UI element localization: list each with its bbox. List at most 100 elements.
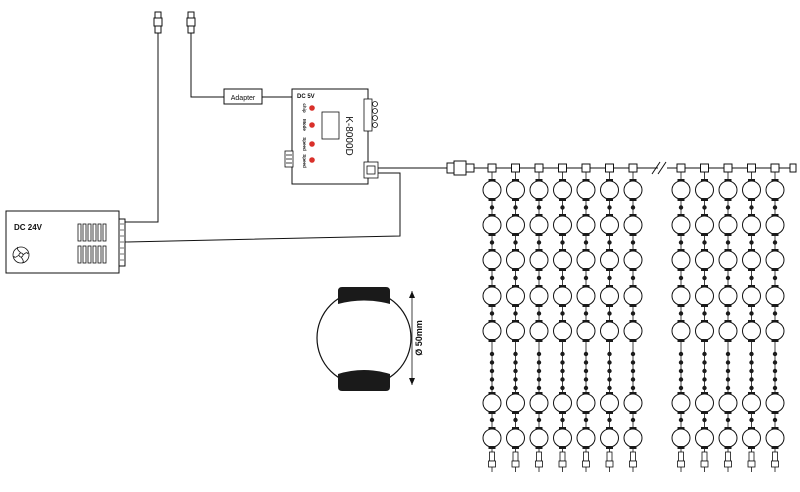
psu-label: DC 24V bbox=[14, 223, 43, 232]
led-ball-icon bbox=[600, 286, 619, 306]
led-cap bbox=[582, 446, 590, 449]
led-cap bbox=[771, 339, 779, 342]
wires bbox=[124, 36, 447, 243]
mode-button[interactable] bbox=[309, 122, 315, 128]
bus-tap bbox=[487, 163, 497, 173]
led-cap bbox=[748, 446, 755, 449]
led-dot bbox=[513, 351, 518, 357]
led-dot bbox=[630, 360, 636, 365]
led-dot bbox=[536, 275, 542, 281]
led-cap bbox=[488, 304, 496, 307]
end-plug bbox=[512, 451, 519, 462]
led-ball-icon bbox=[742, 428, 761, 448]
led-ball-icon bbox=[529, 180, 549, 200]
led-cap bbox=[606, 304, 613, 307]
end-plug bbox=[536, 451, 542, 462]
led-cap bbox=[701, 411, 708, 414]
led-dot bbox=[489, 377, 495, 382]
led-ball-icon bbox=[506, 321, 525, 341]
led-cap bbox=[559, 268, 566, 271]
led-cap bbox=[629, 339, 637, 342]
led-dot bbox=[702, 385, 707, 391]
led-ball-icon bbox=[553, 180, 572, 200]
bus-tap bbox=[511, 163, 520, 173]
led-cap bbox=[559, 198, 566, 201]
end-plug bbox=[558, 460, 567, 468]
led-cap bbox=[701, 268, 708, 271]
led-dot bbox=[772, 275, 778, 281]
bus-tap bbox=[700, 163, 709, 173]
led-cap bbox=[701, 233, 708, 236]
led-cap bbox=[629, 304, 637, 307]
end-plug bbox=[747, 460, 756, 468]
bus-tap bbox=[770, 163, 780, 173]
led-ball-icon bbox=[718, 393, 738, 413]
led-cap bbox=[629, 233, 637, 236]
led-dot bbox=[772, 311, 778, 316]
led-dot bbox=[607, 417, 612, 423]
led-ball-icon bbox=[623, 393, 643, 413]
led-cap bbox=[629, 268, 637, 271]
led-cap bbox=[512, 304, 519, 307]
led-dot bbox=[702, 351, 707, 357]
led-dot bbox=[513, 240, 518, 245]
led-ball-icon bbox=[765, 321, 785, 341]
led-cap bbox=[771, 198, 779, 201]
led-cap bbox=[748, 304, 755, 307]
led-ball-icon bbox=[765, 180, 785, 200]
led-cap bbox=[582, 339, 590, 342]
speed-up-button[interactable] bbox=[309, 141, 315, 147]
end-plug bbox=[583, 451, 589, 462]
led-ball-icon bbox=[600, 428, 619, 448]
led-ball-icon bbox=[765, 250, 785, 270]
led-ball-icon bbox=[529, 428, 549, 448]
led-dot bbox=[607, 351, 612, 357]
led-ball-icon bbox=[695, 250, 714, 270]
led-cap bbox=[582, 198, 590, 201]
led-ball-icon bbox=[742, 180, 761, 200]
led-dot bbox=[772, 368, 778, 374]
led-dot bbox=[702, 311, 707, 316]
bus-tap bbox=[558, 163, 567, 173]
led-dot bbox=[725, 275, 731, 281]
led-dot bbox=[725, 368, 731, 374]
led-ball-icon bbox=[482, 215, 502, 235]
led-cap bbox=[512, 268, 519, 271]
led-cap bbox=[677, 411, 685, 414]
led-ball-icon bbox=[553, 286, 572, 306]
led-curtain bbox=[474, 161, 797, 472]
led-dot bbox=[702, 205, 707, 210]
line-break-icon bbox=[651, 161, 661, 175]
end-plug bbox=[677, 460, 685, 468]
end-plug bbox=[606, 451, 613, 462]
led-cap bbox=[771, 268, 779, 271]
led-dot bbox=[583, 311, 589, 316]
led-dot bbox=[489, 351, 495, 357]
led-cap bbox=[512, 198, 519, 201]
led-dot bbox=[513, 275, 518, 281]
led-dot bbox=[489, 205, 495, 210]
led-dot bbox=[678, 205, 684, 210]
led-cap bbox=[629, 411, 637, 414]
led-dot bbox=[583, 275, 589, 281]
led-ball-icon bbox=[506, 250, 525, 270]
led-ball-icon bbox=[600, 321, 619, 341]
led-dot bbox=[749, 275, 754, 281]
led-cap bbox=[701, 198, 708, 201]
power-supply: DC 24V bbox=[5, 210, 126, 274]
chip-button[interactable] bbox=[309, 105, 315, 111]
led-dot bbox=[607, 275, 612, 281]
led-dot bbox=[560, 275, 565, 281]
led-dot bbox=[560, 351, 565, 357]
led-ball-icon bbox=[718, 321, 738, 341]
curtain-connector bbox=[446, 160, 475, 176]
led-dot bbox=[489, 240, 495, 245]
led-ball-icon bbox=[671, 215, 691, 235]
speed-down-button[interactable] bbox=[309, 157, 315, 163]
led-cap bbox=[748, 233, 755, 236]
led-cap bbox=[701, 304, 708, 307]
end-plug bbox=[700, 460, 709, 468]
bus-tap bbox=[534, 163, 544, 173]
led-dot bbox=[583, 360, 589, 365]
side-connector bbox=[284, 150, 294, 168]
